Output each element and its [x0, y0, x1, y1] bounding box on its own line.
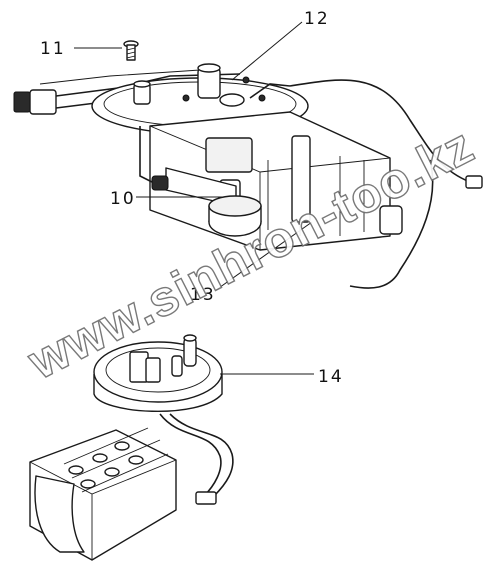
- callout-12: 12: [304, 9, 330, 29]
- fuel-level-sender-icon: [93, 334, 234, 505]
- screw-icon: [123, 40, 139, 61]
- fuel-strainer-icon: [29, 427, 177, 561]
- callout-14: 14: [318, 367, 344, 387]
- callout-10: 10: [110, 189, 136, 209]
- callout-13: 13: [190, 285, 216, 305]
- leader-line-12: [231, 21, 303, 81]
- callout-11: 11: [40, 39, 66, 59]
- mounting-flange-icon: [13, 63, 483, 289]
- leader-line-13: [215, 221, 313, 291]
